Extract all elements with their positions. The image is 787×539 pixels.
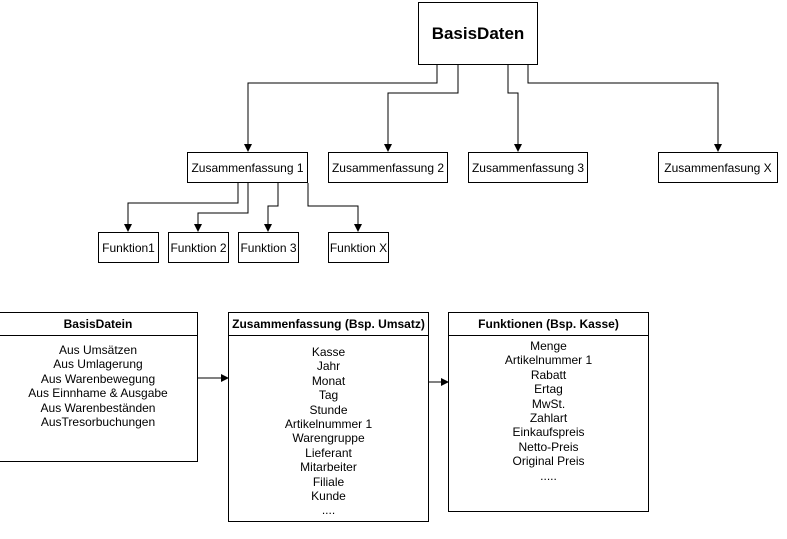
list-item: Jahr (316, 359, 341, 374)
list-item: Mitarbeiter (300, 460, 357, 475)
list-item: Aus Warenbewegung (40, 371, 156, 386)
list-item: Zahlart (529, 410, 568, 425)
panel-funktionen-list: Menge Artikelnummer 1 Rabatt Ertag MwSt.… (449, 339, 648, 483)
list-item: Artikelnummer 1 (284, 416, 373, 431)
list-item: Aus Warenbeständen (40, 400, 156, 415)
function-node-2: Funktion 2 (168, 232, 229, 263)
connector-root-summary-2 (384, 65, 459, 152)
list-item: Original Preis (512, 454, 585, 469)
list-item: Filiale (312, 474, 345, 489)
connector-summary-function-3 (264, 183, 279, 232)
list-item: MwSt. (531, 396, 566, 411)
panel-funktionen-title: Funktionen (Bsp. Kasse) (449, 313, 648, 336)
list-item: .... (321, 503, 336, 518)
connector-root-summary-1 (244, 65, 438, 152)
root-node-box: BasisDaten (418, 2, 538, 65)
list-item: Artikelnummer 1 (504, 353, 593, 368)
connector-root-summary-3 (507, 65, 522, 152)
panel-zusammenfassung-title: Zusammenfassung (Bsp. Umsatz) (229, 313, 428, 336)
list-item: Monat (311, 373, 346, 388)
list-item: Aus Umlagerung (53, 357, 143, 372)
connector-summary-function-2 (194, 183, 249, 232)
list-item: Kunde (311, 488, 346, 503)
list-item: Netto-Preis (518, 439, 579, 454)
connector-root-summary-x (527, 65, 722, 152)
list-item: Tag (318, 388, 339, 403)
list-item: Aus Umsätzen (58, 343, 138, 357)
summary-node-x: Zusammenfasung X (658, 152, 778, 183)
panel-basisdatein-list: Aus Umsätzen Aus Umlagerung Aus Warenbew… (0, 343, 197, 429)
summary-node-1: Zusammenfassung 1 (187, 152, 308, 183)
list-item: Aus Einnhame & Ausgabe (28, 386, 168, 401)
panel-basisdatein-title: BasisDatein (0, 313, 197, 336)
summary-node-3: Zusammenfassung 3 (468, 152, 588, 183)
list-item: ..... (540, 468, 557, 483)
panel-basisdatein: BasisDatein Aus Umsätzen Aus Umlagerung … (0, 312, 198, 462)
function-node-1: Funktion1 (98, 232, 159, 263)
list-item: Kasse (311, 345, 346, 359)
list-item: Menge (530, 339, 567, 353)
panel-zusammenfassung: Zusammenfassung (Bsp. Umsatz) Kasse Jahr… (228, 312, 429, 522)
summary-node-2: Zusammenfassung 2 (328, 152, 448, 183)
list-item: Stunde (309, 402, 348, 417)
panel-zusammenfassung-list: Kasse Jahr Monat Tag Stunde Artikelnumme… (229, 345, 428, 518)
connector-summary-function-x (307, 183, 362, 232)
function-node-x: Funktion X (328, 232, 389, 263)
list-item: Warengruppe (292, 431, 365, 446)
list-item: Einkaufspreis (512, 425, 585, 440)
function-node-3: Funktion 3 (238, 232, 299, 263)
connector-summary-function-1 (124, 183, 239, 232)
list-item: Lieferant (305, 445, 352, 460)
list-item: Ertag (534, 382, 563, 397)
panel-funktionen: Funktionen (Bsp. Kasse) Menge Artikelnum… (448, 312, 649, 512)
list-item: AusTresorbuchungen (40, 414, 156, 429)
list-item: Rabatt (530, 367, 567, 382)
